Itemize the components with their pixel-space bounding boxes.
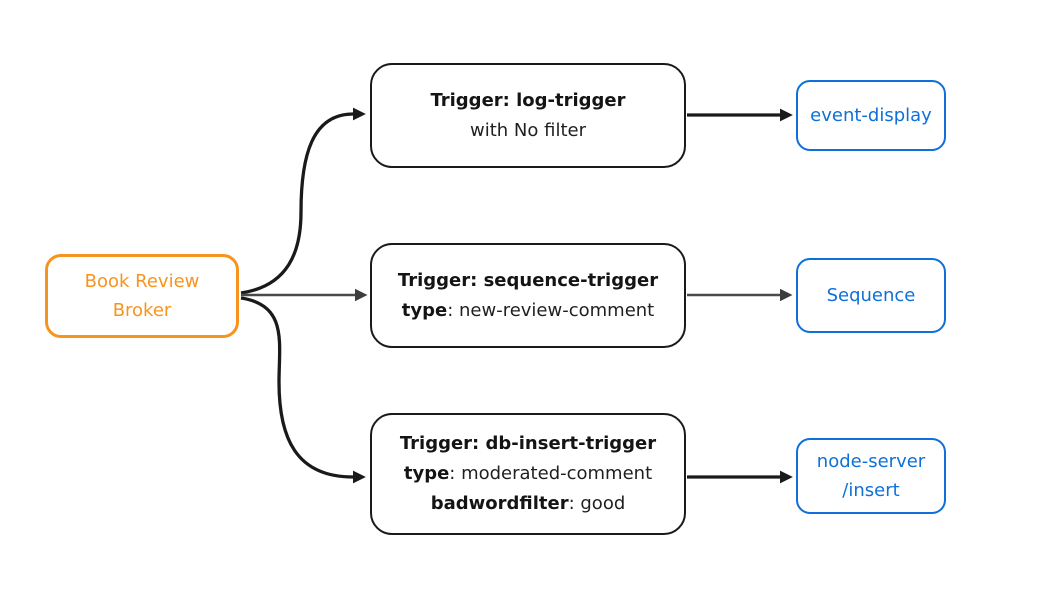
- trigger-title: Trigger: log-trigger: [430, 89, 626, 111]
- trigger-node-db-insert: Trigger: db-insert-trigger type: moderat…: [370, 413, 686, 535]
- broker-label: Book Review Broker: [84, 271, 200, 321]
- edge-broker-to-db-insert-trigger: [240, 296, 366, 484]
- trigger-attr-line: badwordfilter: good: [431, 489, 626, 519]
- trigger-title: Trigger: db-insert-trigger: [399, 433, 657, 454]
- trigger-attr-line: type: moderated-comment: [404, 459, 652, 489]
- trigger-attr-key: badwordfilter: [430, 493, 569, 514]
- sink-label: event-display: [810, 105, 932, 126]
- sink-label-line1: node-server: [816, 451, 926, 472]
- trigger-attr-value: : good: [568, 493, 626, 514]
- sink-node-node-server-insert: node-server /insert: [796, 438, 946, 514]
- edge-broker-to-log-trigger: [240, 107, 366, 295]
- trigger-filter-note: with No filter: [470, 119, 586, 141]
- trigger-attr-line: type: new-review-comment: [402, 296, 654, 326]
- trigger-attr-key: type: [401, 299, 448, 321]
- sink-label-line2: /insert: [842, 480, 900, 501]
- sink-node-event-display: event-display: [796, 80, 946, 151]
- trigger-attr-key: type: [403, 463, 450, 484]
- sink-node-sequence: Sequence: [796, 258, 946, 333]
- trigger-title: Trigger: sequence-trigger: [397, 269, 659, 291]
- trigger-node-log: Trigger: log-trigger with No filter: [370, 63, 686, 168]
- trigger-attr-value: : new-review-comment: [447, 299, 655, 321]
- broker-node: Book Review Broker: [45, 254, 239, 338]
- sink-label: Sequence: [826, 285, 916, 306]
- trigger-node-sequence: Trigger: sequence-trigger type: new-revi…: [370, 243, 686, 348]
- trigger-attr-value: : moderated-comment: [449, 463, 653, 484]
